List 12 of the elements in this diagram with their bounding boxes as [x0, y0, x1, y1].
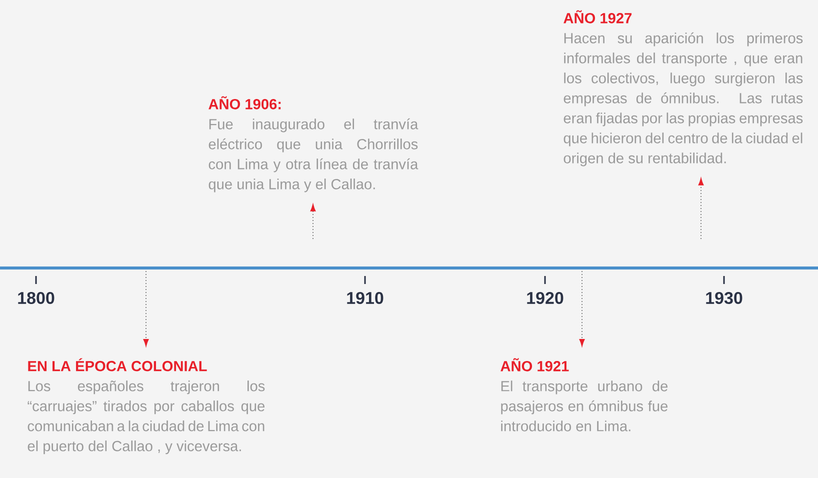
year-label: 1910	[347, 292, 384, 304]
leader-line	[579, 270, 585, 346]
year-label: 1920	[527, 292, 564, 304]
year-label: 1800	[18, 292, 54, 304]
leader-line	[143, 270, 149, 346]
event-text: AÑO 1927 Hacen su aparición los primeros informales del transporte , que eran los colectivos, luego surgieron las empresas de ómnibus. Las rutas eran fijadas por las propias empresas que hicieron del centro de la ciudad el origen de su rentabilidad.	[564, 10, 803, 166]
event-text: AÑO 1921 El transporte urbano de pasajeros en ómnibus fue introducido en Lima.	[500, 358, 668, 432]
leader-line	[310, 204, 316, 240]
year-label: 1930	[706, 292, 742, 304]
leader-line	[698, 178, 704, 240]
event-text: EN LA ÉPOCA COLONIAL Los españoles trajeron los “carruajes” tirados por caballos que comunicaban a la ciudad de Lima con el puerto del Callao , y viceversa.	[28, 358, 265, 454]
event-text: AÑO 1906: Fue inaugurado el tranvía eléctrico que unia Chorrillos con Lima y otra línea de tranvía que unia Lima y el Callao.	[208, 96, 418, 192]
